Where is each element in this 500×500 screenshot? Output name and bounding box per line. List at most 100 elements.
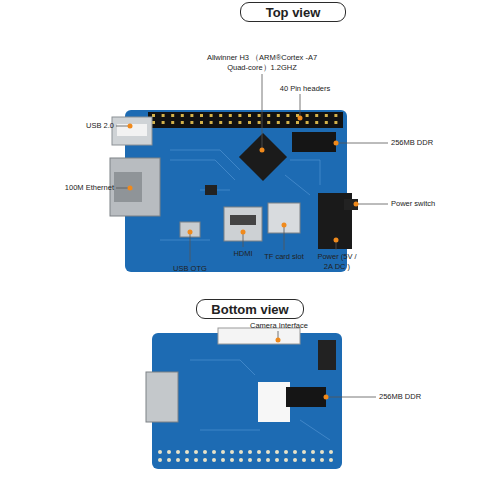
- part-label: TF card slot: [254, 252, 314, 262]
- header-pins: [152, 114, 337, 124]
- part-label: HDMI: [223, 249, 263, 259]
- header-pin: [162, 121, 165, 124]
- header-hole: [185, 450, 189, 454]
- header-pin: [306, 114, 309, 117]
- header-pin: [200, 121, 203, 124]
- header-pin: [325, 114, 328, 117]
- header-hole: [221, 450, 225, 454]
- header-hole: [158, 458, 162, 462]
- header-hole: [194, 458, 198, 462]
- pcb: [152, 333, 342, 469]
- header-hole: [230, 450, 234, 454]
- header-hole: [248, 450, 252, 454]
- header-hole: [158, 450, 162, 454]
- header-pin: [306, 121, 309, 124]
- header-hole: [275, 450, 279, 454]
- header-hole: [185, 458, 189, 462]
- ethernet-jack: [146, 372, 178, 422]
- header-hole: [203, 458, 207, 462]
- ic: [205, 185, 217, 195]
- header-hole: [176, 450, 180, 454]
- header-pin: [190, 121, 193, 124]
- header-hole: [257, 450, 261, 454]
- header-hole: [221, 458, 225, 462]
- header-pin: [296, 121, 299, 124]
- part-label: 40 Pin headers: [270, 84, 340, 94]
- header-pin: [210, 114, 213, 117]
- header-hole: [257, 458, 261, 462]
- header-hole: [311, 450, 315, 454]
- view-heading-box: Top view: [240, 2, 346, 22]
- header-hole: [275, 458, 279, 462]
- part-label: Allwinner H3 （ARM®Cortex -A7 Quad-core）1…: [200, 53, 324, 72]
- header-hole: [167, 458, 171, 462]
- header-hole: [230, 458, 234, 462]
- header-pin: [315, 114, 318, 117]
- header-hole: [293, 458, 297, 462]
- power-switch: [344, 199, 358, 210]
- header-pin: [229, 114, 232, 117]
- view-heading-box: Bottom view: [196, 299, 304, 319]
- header-pin: [286, 114, 289, 117]
- header-pin: [286, 121, 289, 124]
- header-hole: [167, 450, 171, 454]
- part-label: 256MB DDR: [391, 138, 451, 148]
- pcb-traces: [160, 150, 320, 240]
- header-hole: [302, 450, 306, 454]
- header-pins: [151, 114, 341, 117]
- camera-connector: [218, 328, 300, 344]
- header-pin: [219, 114, 222, 117]
- header-hole: [176, 458, 180, 462]
- hdmi-port: [230, 215, 256, 225]
- header-pin: [277, 114, 280, 117]
- header-hole: [329, 458, 333, 462]
- header-hole: [203, 450, 207, 454]
- header-pin: [171, 114, 174, 117]
- part-label: Power switch: [391, 199, 451, 209]
- power-jack: [318, 340, 336, 370]
- header-pin: [334, 114, 337, 117]
- header-hole: [320, 458, 324, 462]
- header-pin: [238, 114, 241, 117]
- header-pin: [315, 121, 318, 124]
- header-pin: [267, 114, 270, 117]
- usb-port: [117, 124, 147, 136]
- header-pin: [190, 114, 193, 117]
- leader-lines: [116, 74, 388, 262]
- ethernet-jack: [110, 158, 160, 216]
- callout-dots: [276, 338, 329, 400]
- header-pin: [219, 121, 222, 124]
- header-hole: [239, 450, 243, 454]
- header-pin: [248, 114, 251, 117]
- header-pin: [334, 121, 337, 124]
- callout-dots: [128, 116, 359, 243]
- header-hole: [212, 450, 216, 454]
- header-pin: [171, 121, 174, 124]
- ddr-chip: [292, 132, 336, 152]
- part-label: 256MB DDR: [379, 392, 439, 402]
- header-pin: [258, 121, 261, 124]
- header-pin: [258, 114, 261, 117]
- pcb-traces: [190, 360, 330, 440]
- part-label: Camera Interface: [242, 321, 316, 331]
- header-pin: [248, 121, 251, 124]
- header-pin: [210, 121, 213, 124]
- header-hole: [293, 450, 297, 454]
- header-hole: [302, 458, 306, 462]
- usb-port: [112, 117, 152, 145]
- header-pin: [181, 121, 184, 124]
- header-hole: [266, 450, 270, 454]
- header-pin: [325, 121, 328, 124]
- header-hole: [311, 458, 315, 462]
- part-label: USB 2.0: [70, 121, 114, 131]
- leader-lines: [278, 331, 376, 397]
- header-pin: [238, 121, 241, 124]
- ddr-chip: [286, 387, 326, 407]
- part-label: USB OTG: [165, 264, 215, 274]
- label-sticker: [258, 382, 290, 422]
- header-pin: [181, 114, 184, 117]
- header-hole: [329, 450, 333, 454]
- header-pin: [277, 121, 280, 124]
- header-hole: [266, 458, 270, 462]
